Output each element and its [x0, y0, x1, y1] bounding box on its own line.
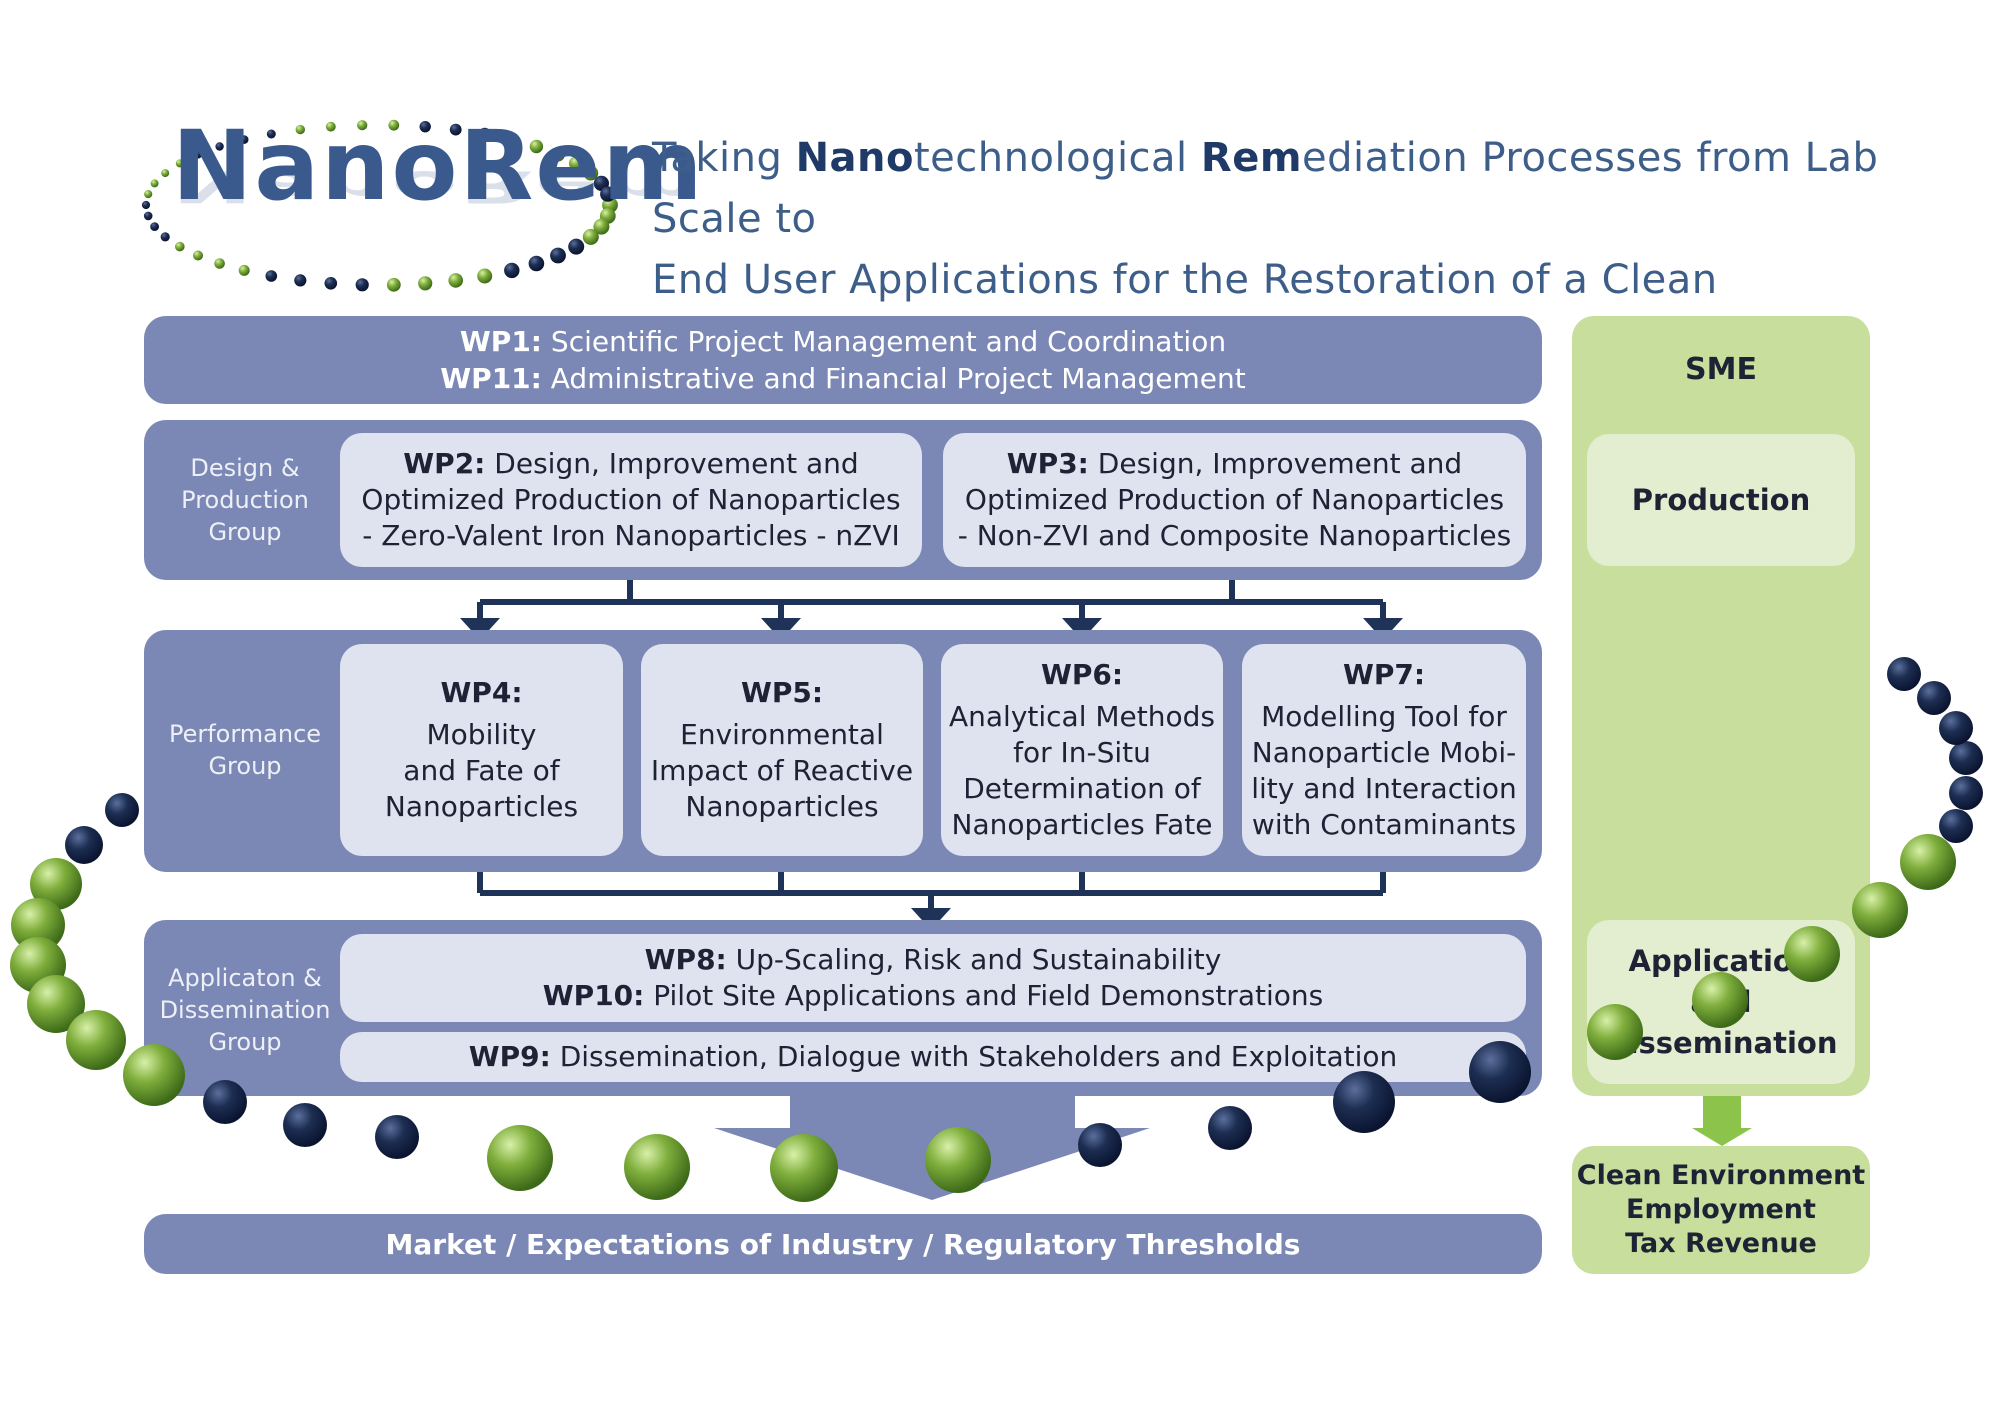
logo-dot: [214, 258, 225, 269]
wp4-box: WP4: Mobility and Fate of Nanoparticles: [340, 644, 623, 856]
logo-dot: [568, 238, 585, 255]
logo-dot: [238, 264, 250, 276]
logo-dot: [569, 156, 584, 171]
wp1-line: WP1: Scientific Project Management and C…: [459, 325, 1227, 358]
sme-outcome-arrow: [1692, 1094, 1752, 1146]
outcomes-box: Clean Environment Employment Tax Revenue: [1572, 1146, 1870, 1274]
logo-dot: [265, 270, 278, 282]
logo-dot: [355, 278, 369, 292]
logo-dot: [529, 139, 544, 154]
logo-dot: [150, 222, 160, 232]
logo-dot: [266, 129, 276, 139]
wp3-box: WP3: Design, Improvement and Optimized P…: [943, 433, 1526, 567]
logo-dot: [215, 142, 224, 151]
outcome-clean-environment: Clean Environment: [1576, 1160, 1866, 1191]
logo-dot: [478, 127, 491, 141]
logo-dot: [324, 277, 338, 290]
wp8-wp10-box: WP8: Up-Scaling, Risk and Sustainability…: [340, 934, 1526, 1022]
logo-dot: [325, 121, 336, 132]
nanorem-logo: NanoRem: [172, 110, 705, 222]
logo-dot: [448, 273, 464, 288]
logo-dot: [477, 268, 493, 284]
logo-dot: [160, 232, 170, 242]
logo-dot: [150, 179, 159, 188]
logo-dot: [418, 276, 433, 291]
logo-dot: [161, 169, 170, 178]
connector-arrowheads: [460, 618, 1403, 930]
sme-production-box: Production: [1587, 434, 1855, 566]
logo-dot: [449, 123, 462, 136]
logo-dot: [388, 119, 400, 131]
logo-dot: [504, 262, 520, 279]
wp11-line: WP11: Administrative and Financial Proje…: [440, 362, 1246, 395]
logo-dot: [550, 247, 566, 264]
logo-dot: [141, 200, 151, 210]
wp9-box: WP9: Dissemination, Dialogue with Stakeh…: [340, 1032, 1526, 1082]
outcome-employment: Employment: [1626, 1194, 1816, 1225]
logo-dot: [175, 159, 184, 168]
logo-dot: [551, 147, 565, 162]
logo-dot: [193, 150, 203, 159]
headline-line-1: Taking Nanotechnological Remediation Pro…: [652, 135, 1879, 242]
logo-dot: [583, 165, 599, 181]
wp6-box: WP6: Analytical Methods for In-Situ Dete…: [941, 644, 1223, 856]
wp7-box: WP7: Modelling Tool for Nanoparticle Mob…: [1242, 644, 1526, 856]
logo-dot: [175, 241, 185, 252]
logo-dot: [144, 190, 153, 199]
logo-dot: [593, 218, 610, 235]
application-group-label: Applicaton & Dissemination Group: [159, 964, 331, 1056]
connector-lines: [477, 580, 1386, 910]
logo-dot: [295, 124, 305, 135]
sme-application-box: Application and Dissemination: [1587, 920, 1855, 1084]
market-funnel-arrow: [714, 1090, 1150, 1200]
logo-dot: [528, 255, 545, 272]
logo-dot: [386, 277, 401, 292]
logo-dot: [419, 121, 431, 133]
logo-dot: [600, 186, 616, 202]
sme-title: SME: [1685, 352, 1757, 387]
performance-group-label: Performance Group: [168, 720, 322, 780]
wp5-box: WP5: Environmental Impact of Reactive Na…: [641, 644, 923, 856]
logo-dot: [294, 274, 307, 287]
logo-dot: [193, 250, 203, 261]
outcome-tax-revenue: Tax Revenue: [1625, 1228, 1817, 1259]
market-bar: Market / Expectations of Industry / Regu…: [144, 1214, 1542, 1274]
logo-dot: [357, 120, 368, 131]
management-bar: WP1: Scientific Project Management and C…: [144, 316, 1542, 404]
logo-reflection: NanoRem: [172, 161, 705, 212]
logo-dot: [505, 133, 519, 147]
logo-dot: [143, 211, 153, 221]
logo-dot-ellipse: [141, 119, 618, 292]
wp2-box: WP2: Design, Improvement and Optimized P…: [340, 433, 922, 567]
logo-dot: [582, 228, 599, 245]
design-group-label: Design & Production Group: [181, 454, 309, 546]
logo-dot: [239, 135, 249, 144]
